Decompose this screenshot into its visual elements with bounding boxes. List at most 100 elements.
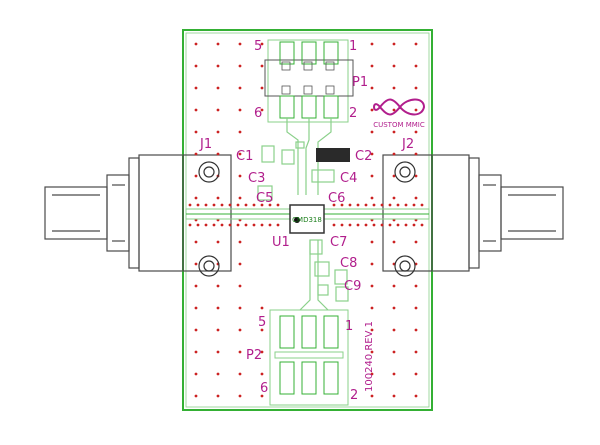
c1-label: C1 [236,149,253,164]
via-dot [268,223,272,227]
p1-pin6-label: 6 [254,106,262,121]
via-dot [392,86,396,90]
c2-label: C2 [355,149,372,164]
via-dot [238,152,242,156]
via-dot [370,42,374,46]
via-dot [392,306,396,310]
via-dot [392,394,396,398]
via-dot [196,203,200,207]
via-dot [260,42,264,46]
via-dot [414,328,418,332]
via-dot [204,203,208,207]
via-dot [414,86,418,90]
via-dot [216,108,220,112]
via-dot [380,223,384,227]
via-dot [370,196,374,200]
via-dot [388,223,392,227]
via-dot [238,240,242,244]
via-dot [194,108,198,112]
p2-pin1-label: 1 [345,319,353,334]
via-dot [404,223,408,227]
board-inner-outline [185,32,430,408]
via-dot [212,203,216,207]
via-dot [194,86,198,90]
via-dot [194,196,198,200]
via-dot [396,223,400,227]
via-dot [238,196,242,200]
via-dot [194,306,198,310]
header-p2 [269,309,349,406]
c7-label: C7 [330,235,347,250]
via-dot [332,223,336,227]
via-dot [392,372,396,376]
via-dot [420,203,424,207]
via-dot [212,223,216,227]
via-dot [216,394,220,398]
via-dot [412,223,416,227]
logo-text: CUSTOM MMIC [373,121,425,129]
via-dot [194,174,198,178]
via-dot [238,328,242,332]
via-dot [194,262,198,266]
via-dot [194,42,198,46]
j1-label: J1 [199,137,212,152]
via-dot [238,306,242,310]
u1-label: U1 [272,235,290,250]
via-dot [220,223,224,227]
via-dot [238,372,242,376]
via-dot [238,64,242,68]
via-dot [188,203,192,207]
via-dot [260,306,264,310]
via-dot [238,262,242,266]
via-dot [260,203,264,207]
p1-label: P1 [352,75,368,90]
via-dot [216,372,220,376]
via-dot [216,196,220,200]
bias-traces [257,118,349,311]
p2-pin2-label: 2 [350,388,358,403]
via-dot [356,223,360,227]
via-dot [414,350,418,354]
via-dot [238,108,242,112]
via-dot [194,394,198,398]
via-dot [238,394,242,398]
via-dot [268,203,272,207]
via-dot [370,306,374,310]
via-dot [392,240,396,244]
via-dot [414,42,418,46]
via-dot [236,203,240,207]
revision-text: 100240 REV 1 [364,321,375,392]
via-dot [412,203,416,207]
via-dot [414,64,418,68]
via-dot [194,284,198,288]
via-dot [260,350,264,354]
p2-pin5-label: 5 [258,315,266,330]
via-dot [414,394,418,398]
c4-label: C4 [340,171,357,186]
via-dot [204,223,208,227]
via-dot [392,130,396,134]
via-dot [332,203,336,207]
via-dot [404,203,408,207]
via-dot [370,108,374,112]
via-dot [370,240,374,244]
via-dot [340,223,344,227]
via-dot [216,328,220,332]
via-dot [194,372,198,376]
via-dot [392,64,396,68]
via-dot [260,108,264,112]
via-dot [194,240,198,244]
via-dot [216,306,220,310]
via-dot [420,223,424,227]
c6-label: C6 [328,191,345,206]
via-dot [260,223,264,227]
via-dot [238,350,242,354]
c9-label: C9 [344,279,361,294]
via-dot [370,64,374,68]
connector-j2 [410,154,564,272]
via-dot [392,108,396,112]
via-dot [228,223,232,227]
connector-j1 [44,154,198,272]
